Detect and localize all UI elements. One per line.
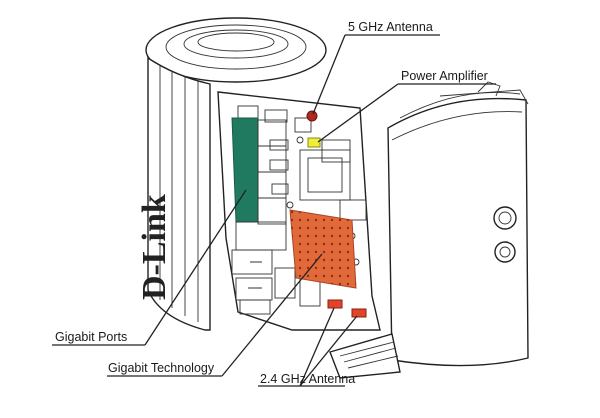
left-housing-shell: D-Link xyxy=(136,17,327,331)
gigabit-technology-board xyxy=(289,209,357,289)
callout-power-amplifier: Power Amplifier xyxy=(401,69,488,83)
processor-chip xyxy=(299,149,351,201)
gigabit-ports xyxy=(231,117,287,251)
power-jack-icon xyxy=(493,206,517,230)
right-housing-shell xyxy=(387,81,529,367)
callout-lines xyxy=(52,34,496,387)
callout-5ghz-antenna: 5 GHz Antenna xyxy=(348,20,433,34)
antenna-24ghz-marker-b xyxy=(351,308,367,318)
power-amplifier-marker xyxy=(307,137,321,148)
bottom-vent xyxy=(329,333,401,379)
callout-gigabit-ports: Gigabit Ports xyxy=(55,330,127,344)
callout-24ghz-antenna: 2.4 GHz Antenna xyxy=(260,372,355,386)
reset-button-icon xyxy=(494,241,516,263)
callout-gigabit-technology: Gigabit Technology xyxy=(108,361,215,375)
brand-logo: D-Link xyxy=(136,194,173,300)
antenna-24ghz-marker-a xyxy=(327,299,343,309)
antenna-5ghz-marker xyxy=(306,110,318,122)
